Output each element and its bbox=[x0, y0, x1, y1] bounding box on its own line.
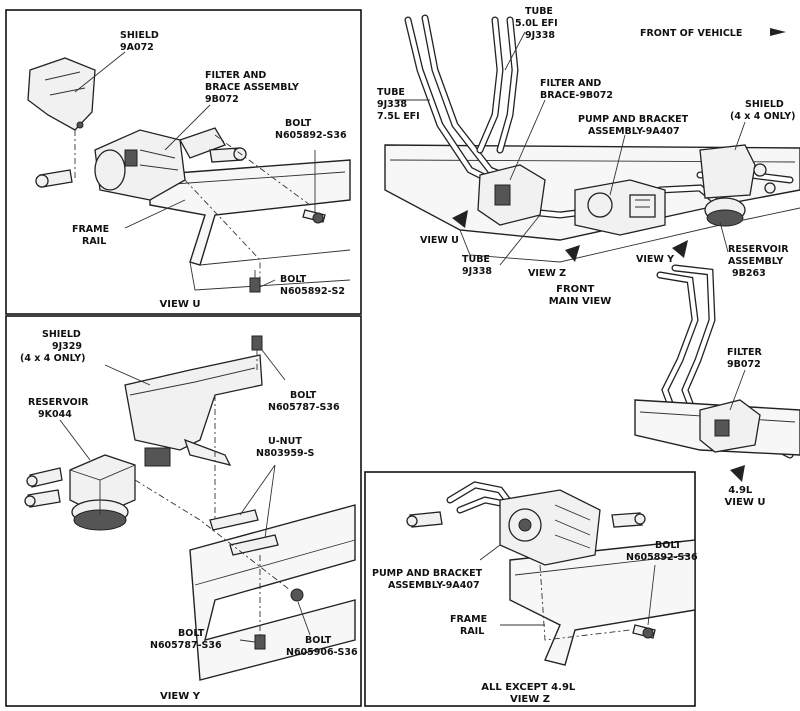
view-y-reservoir-label: RESERVOIR 9K044 bbox=[28, 397, 92, 420]
view-u-49-arrow bbox=[730, 465, 745, 482]
leader-line bbox=[734, 121, 746, 151]
view-y-reservoir bbox=[69, 454, 136, 531]
leader-line bbox=[504, 31, 526, 71]
main-view-u-label: VIEW U bbox=[420, 235, 459, 246]
leader-line bbox=[479, 544, 501, 561]
view-z-frame-rail-label: FRAME RAIL bbox=[450, 614, 490, 637]
main-filter-brace-label: FILTER AND BRACE-9B072 bbox=[540, 78, 613, 101]
view-u-bolt-top bbox=[302, 209, 326, 224]
view-u-shield-label: SHIELD 9A072 bbox=[120, 30, 162, 53]
view-y-bolt-left-label: BOLT N605787-S36 bbox=[150, 628, 222, 651]
view-u-shield bbox=[27, 57, 96, 131]
view-z-align-line bbox=[539, 564, 631, 641]
leader-line bbox=[239, 639, 256, 643]
front-arrow bbox=[770, 28, 786, 36]
view-y-bolt-right-label: BOLT N605906-S36 bbox=[286, 635, 358, 658]
leader-line bbox=[104, 364, 151, 386]
view-y-panel: SHIELD 9J329 (4 x 4 ONLY) RESERVOIR 9K04… bbox=[20, 329, 358, 702]
view-u-frame-rail bbox=[149, 159, 351, 291]
view-u-49-filter bbox=[699, 399, 761, 453]
view-y-bolt-top-label: BOLT N605787-S36 bbox=[268, 390, 340, 413]
view-u-filter-assembly bbox=[94, 127, 226, 201]
leader-line bbox=[74, 51, 126, 93]
leader-line bbox=[297, 601, 311, 636]
leader-line bbox=[719, 221, 729, 253]
main-view-y-label: VIEW Y bbox=[636, 254, 674, 265]
view-y-bolt-right bbox=[290, 588, 304, 602]
view-z-fittings bbox=[406, 511, 646, 528]
view-y-bolt-bottom bbox=[254, 634, 266, 650]
front-of-vehicle-label: FRONT OF VEHICLE bbox=[640, 28, 742, 39]
view-u-bolt-top-label: BOLT N605892-S36 bbox=[275, 118, 347, 141]
view-u-bolt-bottom-label: BOLT N605892-S2 bbox=[280, 274, 345, 297]
view-u-49-filter-label: FILTER 9B072 bbox=[727, 347, 765, 370]
leader-line bbox=[261, 349, 286, 381]
main-tube-left-label: TUBE 9J338 7.5L EFI bbox=[377, 87, 420, 122]
main-filter-brace bbox=[477, 164, 546, 226]
view-z-pump-bracket-label: PUMP AND BRACKET ASSEMBLY-9A407 bbox=[372, 568, 485, 591]
view-y-title: VIEW Y bbox=[160, 691, 201, 702]
main-shield bbox=[699, 144, 756, 199]
leader-line bbox=[164, 104, 211, 151]
main-view-panel: TUBE 5.0L EFI 9J338 FRONT OF VEHICLE TUB… bbox=[377, 6, 800, 307]
leader-line bbox=[59, 419, 91, 461]
view-u-align-line-2 bbox=[184, 179, 261, 280]
leader-line bbox=[509, 99, 546, 181]
view-y-panel-border bbox=[5, 315, 362, 707]
leader-line bbox=[239, 464, 276, 539]
view-y-arrow bbox=[672, 240, 688, 258]
main-view-z-label: VIEW Z bbox=[528, 268, 566, 279]
view-u-49-panel: FILTER 9B072 4.9L VIEW U bbox=[634, 264, 800, 508]
view-u-hose-fittings bbox=[35, 147, 247, 188]
view-y-shield-label: SHIELD 9J329 (4 x 4 ONLY) bbox=[20, 329, 85, 364]
view-y-fittings bbox=[24, 447, 171, 508]
view-y-unuts bbox=[209, 509, 279, 556]
view-u-49-title: 4.9L VIEW U bbox=[725, 485, 766, 508]
main-reservoir bbox=[704, 163, 776, 227]
view-y-bolt-top bbox=[251, 335, 263, 351]
view-z-frame-rail bbox=[509, 539, 696, 666]
view-z-bolt bbox=[632, 624, 656, 639]
view-u-frame-rail-label: FRAME RAIL bbox=[72, 224, 112, 247]
view-z-panel: BOLT N605892-S36 PUMP AND BRACKET ASSEMB… bbox=[372, 481, 698, 705]
leader-line bbox=[259, 279, 276, 288]
view-z-pump-bracket bbox=[499, 489, 601, 566]
leader-line bbox=[609, 134, 626, 196]
view-u-panel: SHIELD 9A072 FILTER AND BRACE ASSEMBLY 9… bbox=[27, 30, 351, 310]
view-z-title: ALL EXCEPT 4.9L VIEW Z bbox=[481, 682, 579, 705]
view-u-49-tubes bbox=[656, 264, 794, 459]
main-view-title: FRONT MAIN VIEW bbox=[549, 284, 612, 307]
main-tube-bottom-label: TUBE 9J338 bbox=[462, 254, 493, 277]
view-y-shield bbox=[124, 354, 263, 466]
leader-line bbox=[499, 214, 541, 266]
leader-line bbox=[647, 564, 656, 626]
view-z-arrow bbox=[565, 245, 580, 262]
view-u-align-line-3 bbox=[214, 134, 311, 206]
view-u-panel-border bbox=[5, 9, 362, 315]
leader-line bbox=[729, 369, 746, 411]
main-reservoir-label: RESERVOIR ASSEMBLY 9B263 bbox=[728, 244, 792, 279]
main-shield-label: SHIELD (4 x 4 ONLY) bbox=[730, 99, 795, 122]
view-u-arrow bbox=[452, 210, 468, 228]
view-z-bolt-label: BOLT N605892-S36 bbox=[626, 540, 698, 563]
main-pump-bracket bbox=[574, 179, 666, 236]
main-pump-bracket-label: PUMP AND BRACKET ASSEMBLY-9A407 bbox=[578, 114, 691, 137]
view-y-unut-label: U-NUT N803959-S bbox=[256, 436, 315, 459]
main-tube-top-label: TUBE 5.0L EFI 9J338 bbox=[515, 6, 561, 41]
leader-line bbox=[124, 199, 186, 229]
view-u-title: VIEW U bbox=[160, 299, 201, 310]
view-u-bolt-bottom bbox=[249, 270, 261, 293]
view-u-filter-label: FILTER AND BRACE ASSEMBLY 9B072 bbox=[205, 70, 302, 105]
